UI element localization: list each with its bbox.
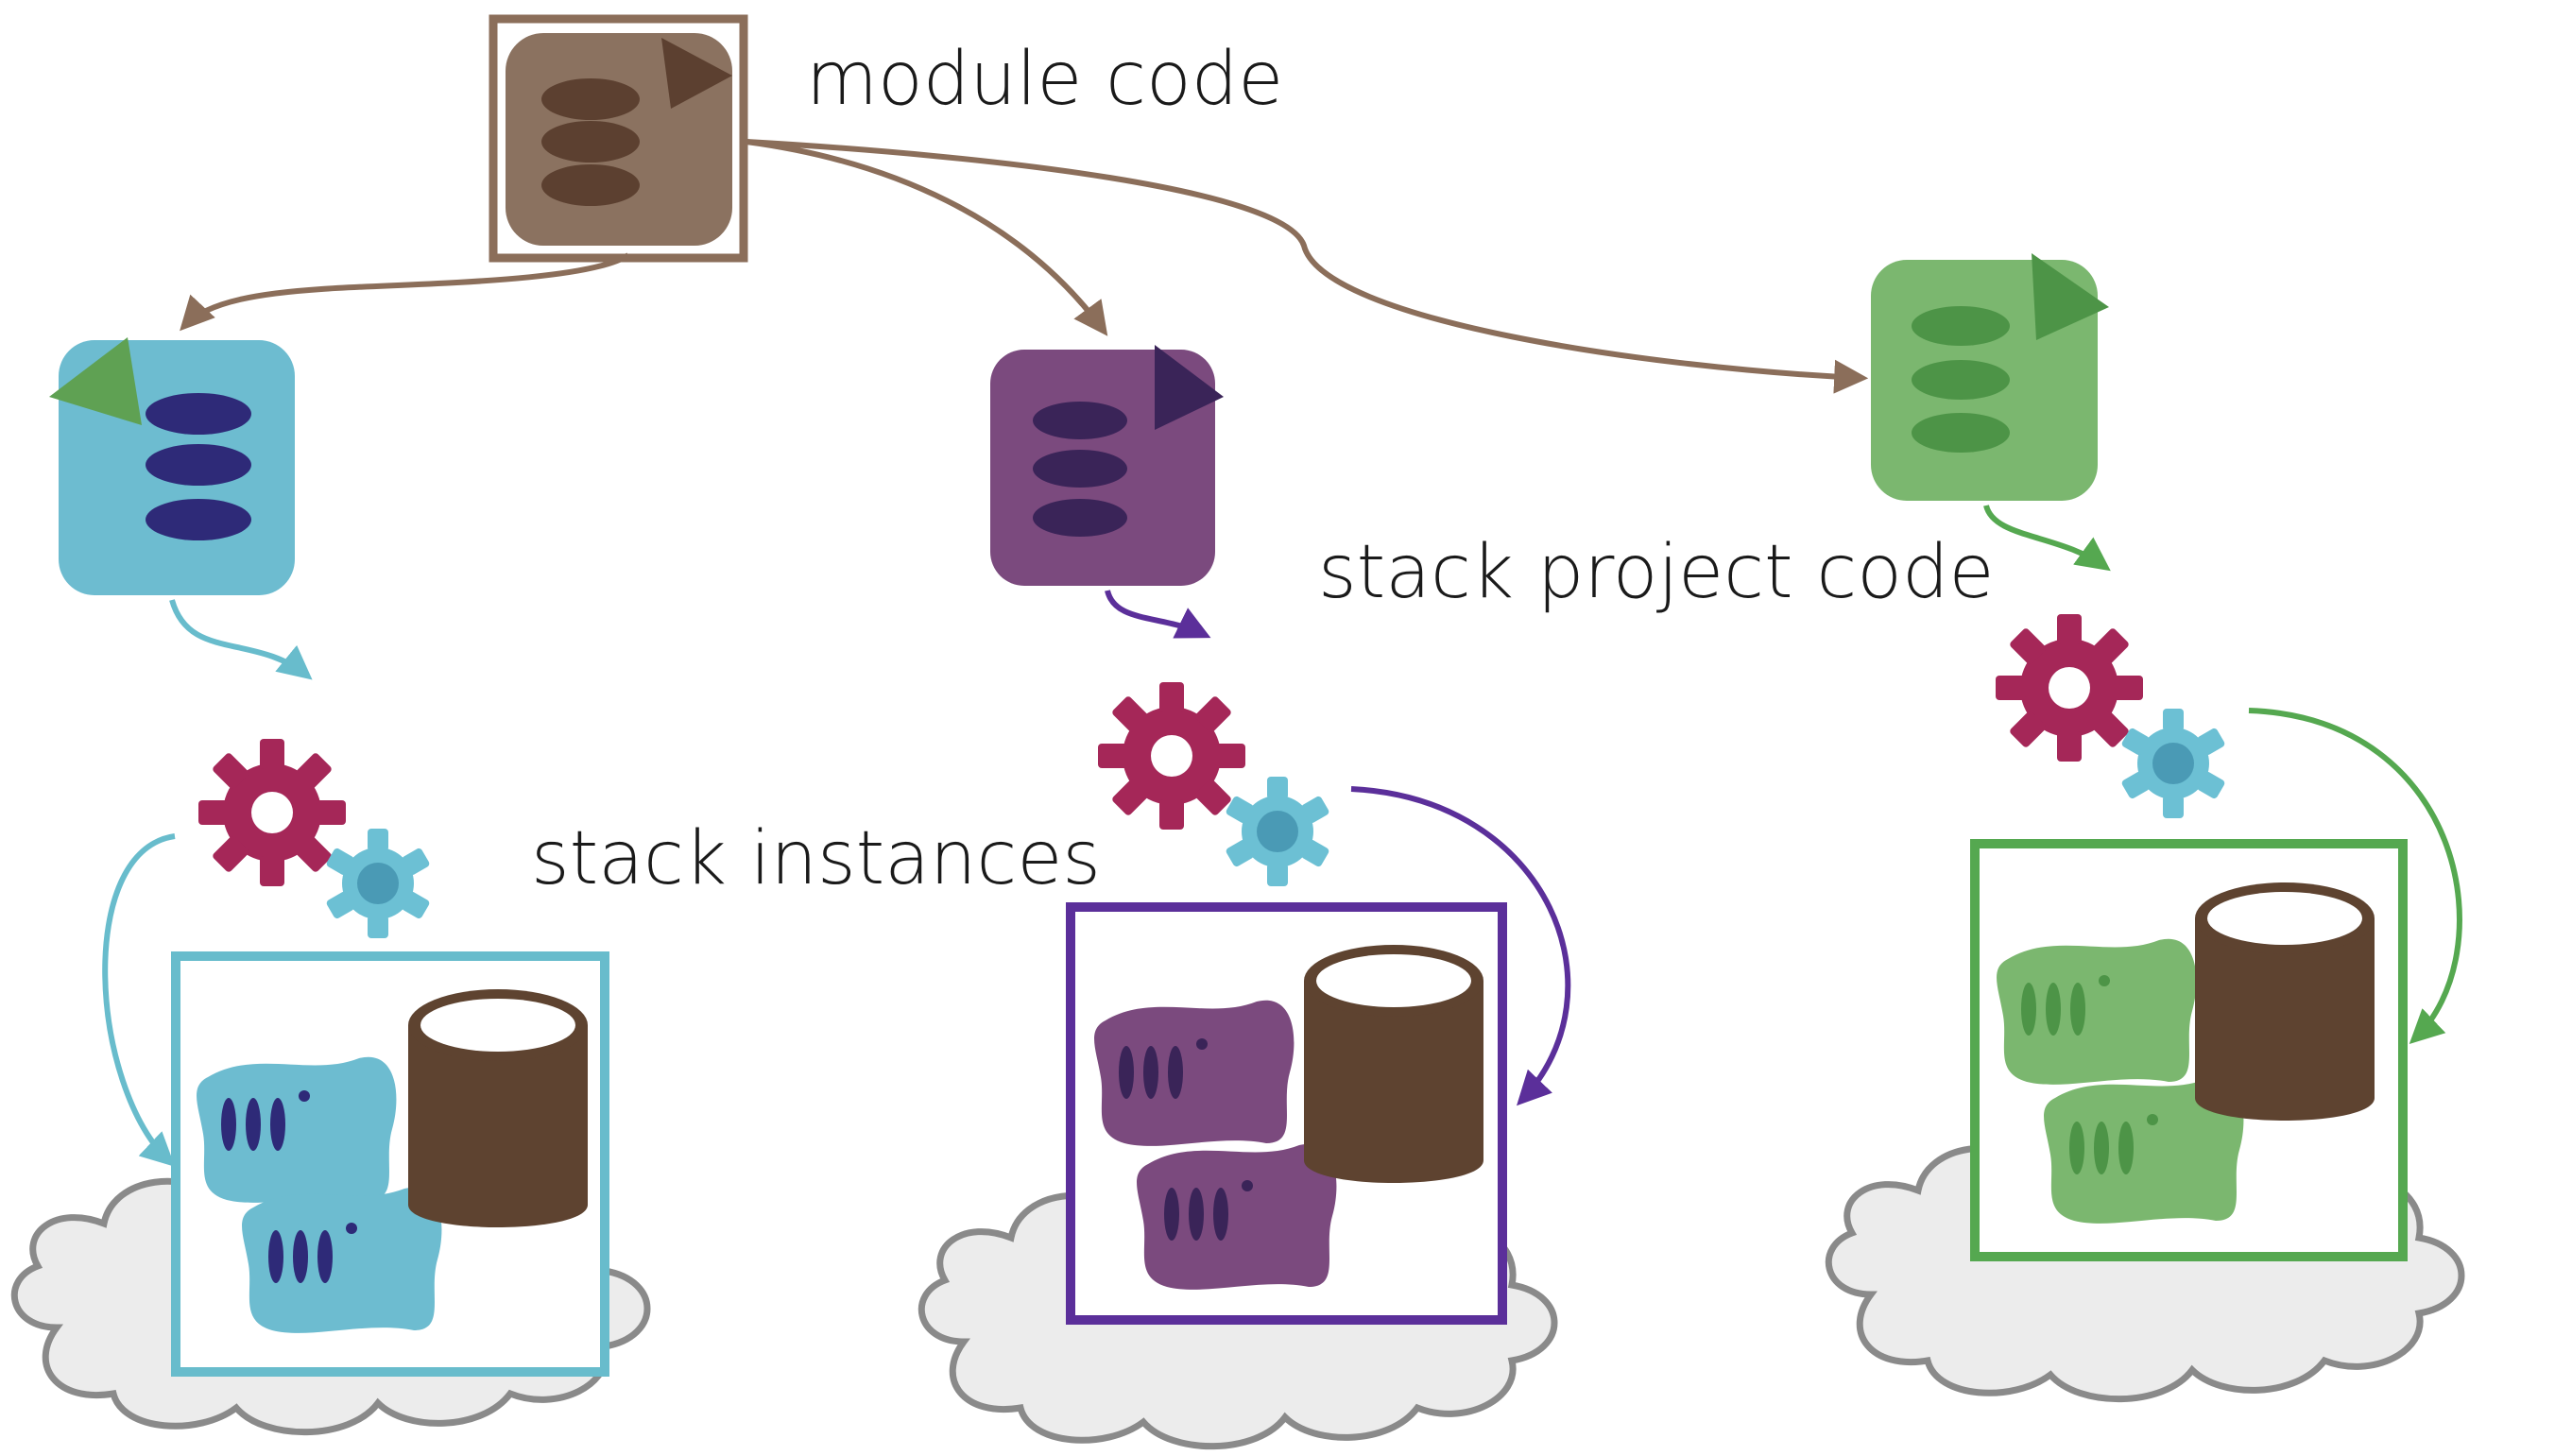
arrow-blue-to-gears: [169, 599, 313, 680]
arrow-purple-gears-to-instance: [1350, 786, 1571, 1106]
gears-icon-purple: [1098, 682, 1330, 886]
arrow-green-to-gears: [1983, 505, 2111, 572]
stack-project-code-label: stack project code: [1318, 530, 1994, 615]
arrow-blue-gears-to-instance: [102, 833, 176, 1167]
database-icon: [2195, 882, 2375, 1121]
stack-project-icon-blue: [49, 337, 295, 595]
stack-project-icon-purple: [990, 345, 1224, 586]
database-icon: [408, 989, 588, 1227]
stack-project-icon-green: [1871, 253, 2109, 501]
arrow-green-gears-to-instance: [2248, 708, 2462, 1044]
arrow-module-to-purple: [746, 139, 1108, 336]
module-code-icon: [489, 14, 748, 263]
gears-icon-blue: [198, 739, 431, 938]
database-icon: [1304, 945, 1483, 1183]
gears-icon-green: [1996, 614, 2226, 818]
arrow-module-to-green: [746, 139, 1869, 394]
stack-instance-green: [1970, 839, 2408, 1261]
arrow-purple-to-gears: [1105, 590, 1211, 639]
module-code-label: module code: [806, 37, 1283, 122]
stack-instance-purple: [1066, 902, 1507, 1325]
stack-instance-blue: [171, 951, 609, 1377]
arrow-module-to-blue: [180, 252, 630, 332]
stack-instances-label: stack instances: [531, 816, 1101, 901]
